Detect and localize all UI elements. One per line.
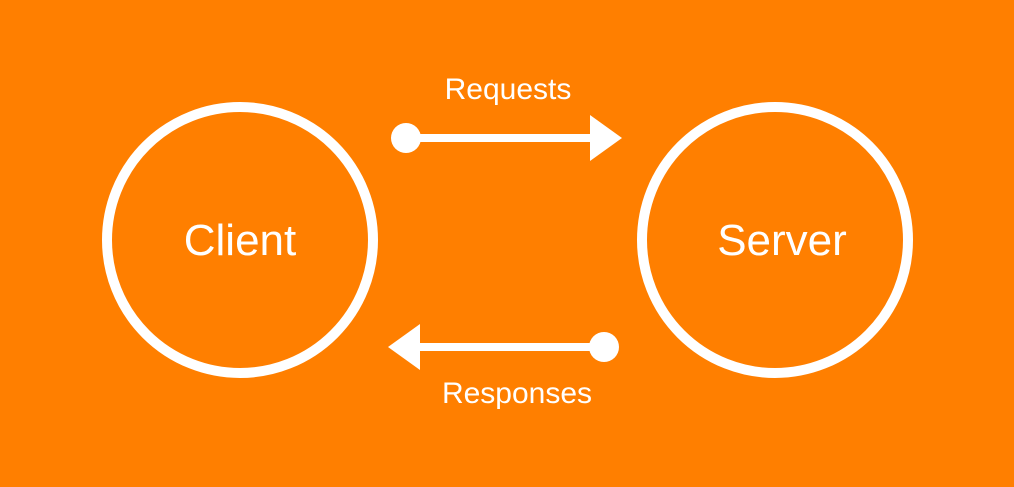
client-node-label: Client xyxy=(183,216,297,265)
server-node-label: Server xyxy=(717,216,847,265)
requests-arrow xyxy=(391,115,622,161)
responses-arrow xyxy=(388,324,619,370)
server-node-circle xyxy=(637,102,913,378)
responses-label: Responses xyxy=(441,377,593,410)
responses-arrow-head xyxy=(388,324,420,370)
client-node-circle xyxy=(102,102,378,378)
requests-arrow-head xyxy=(590,115,622,161)
requests-label: Requests xyxy=(444,73,572,106)
